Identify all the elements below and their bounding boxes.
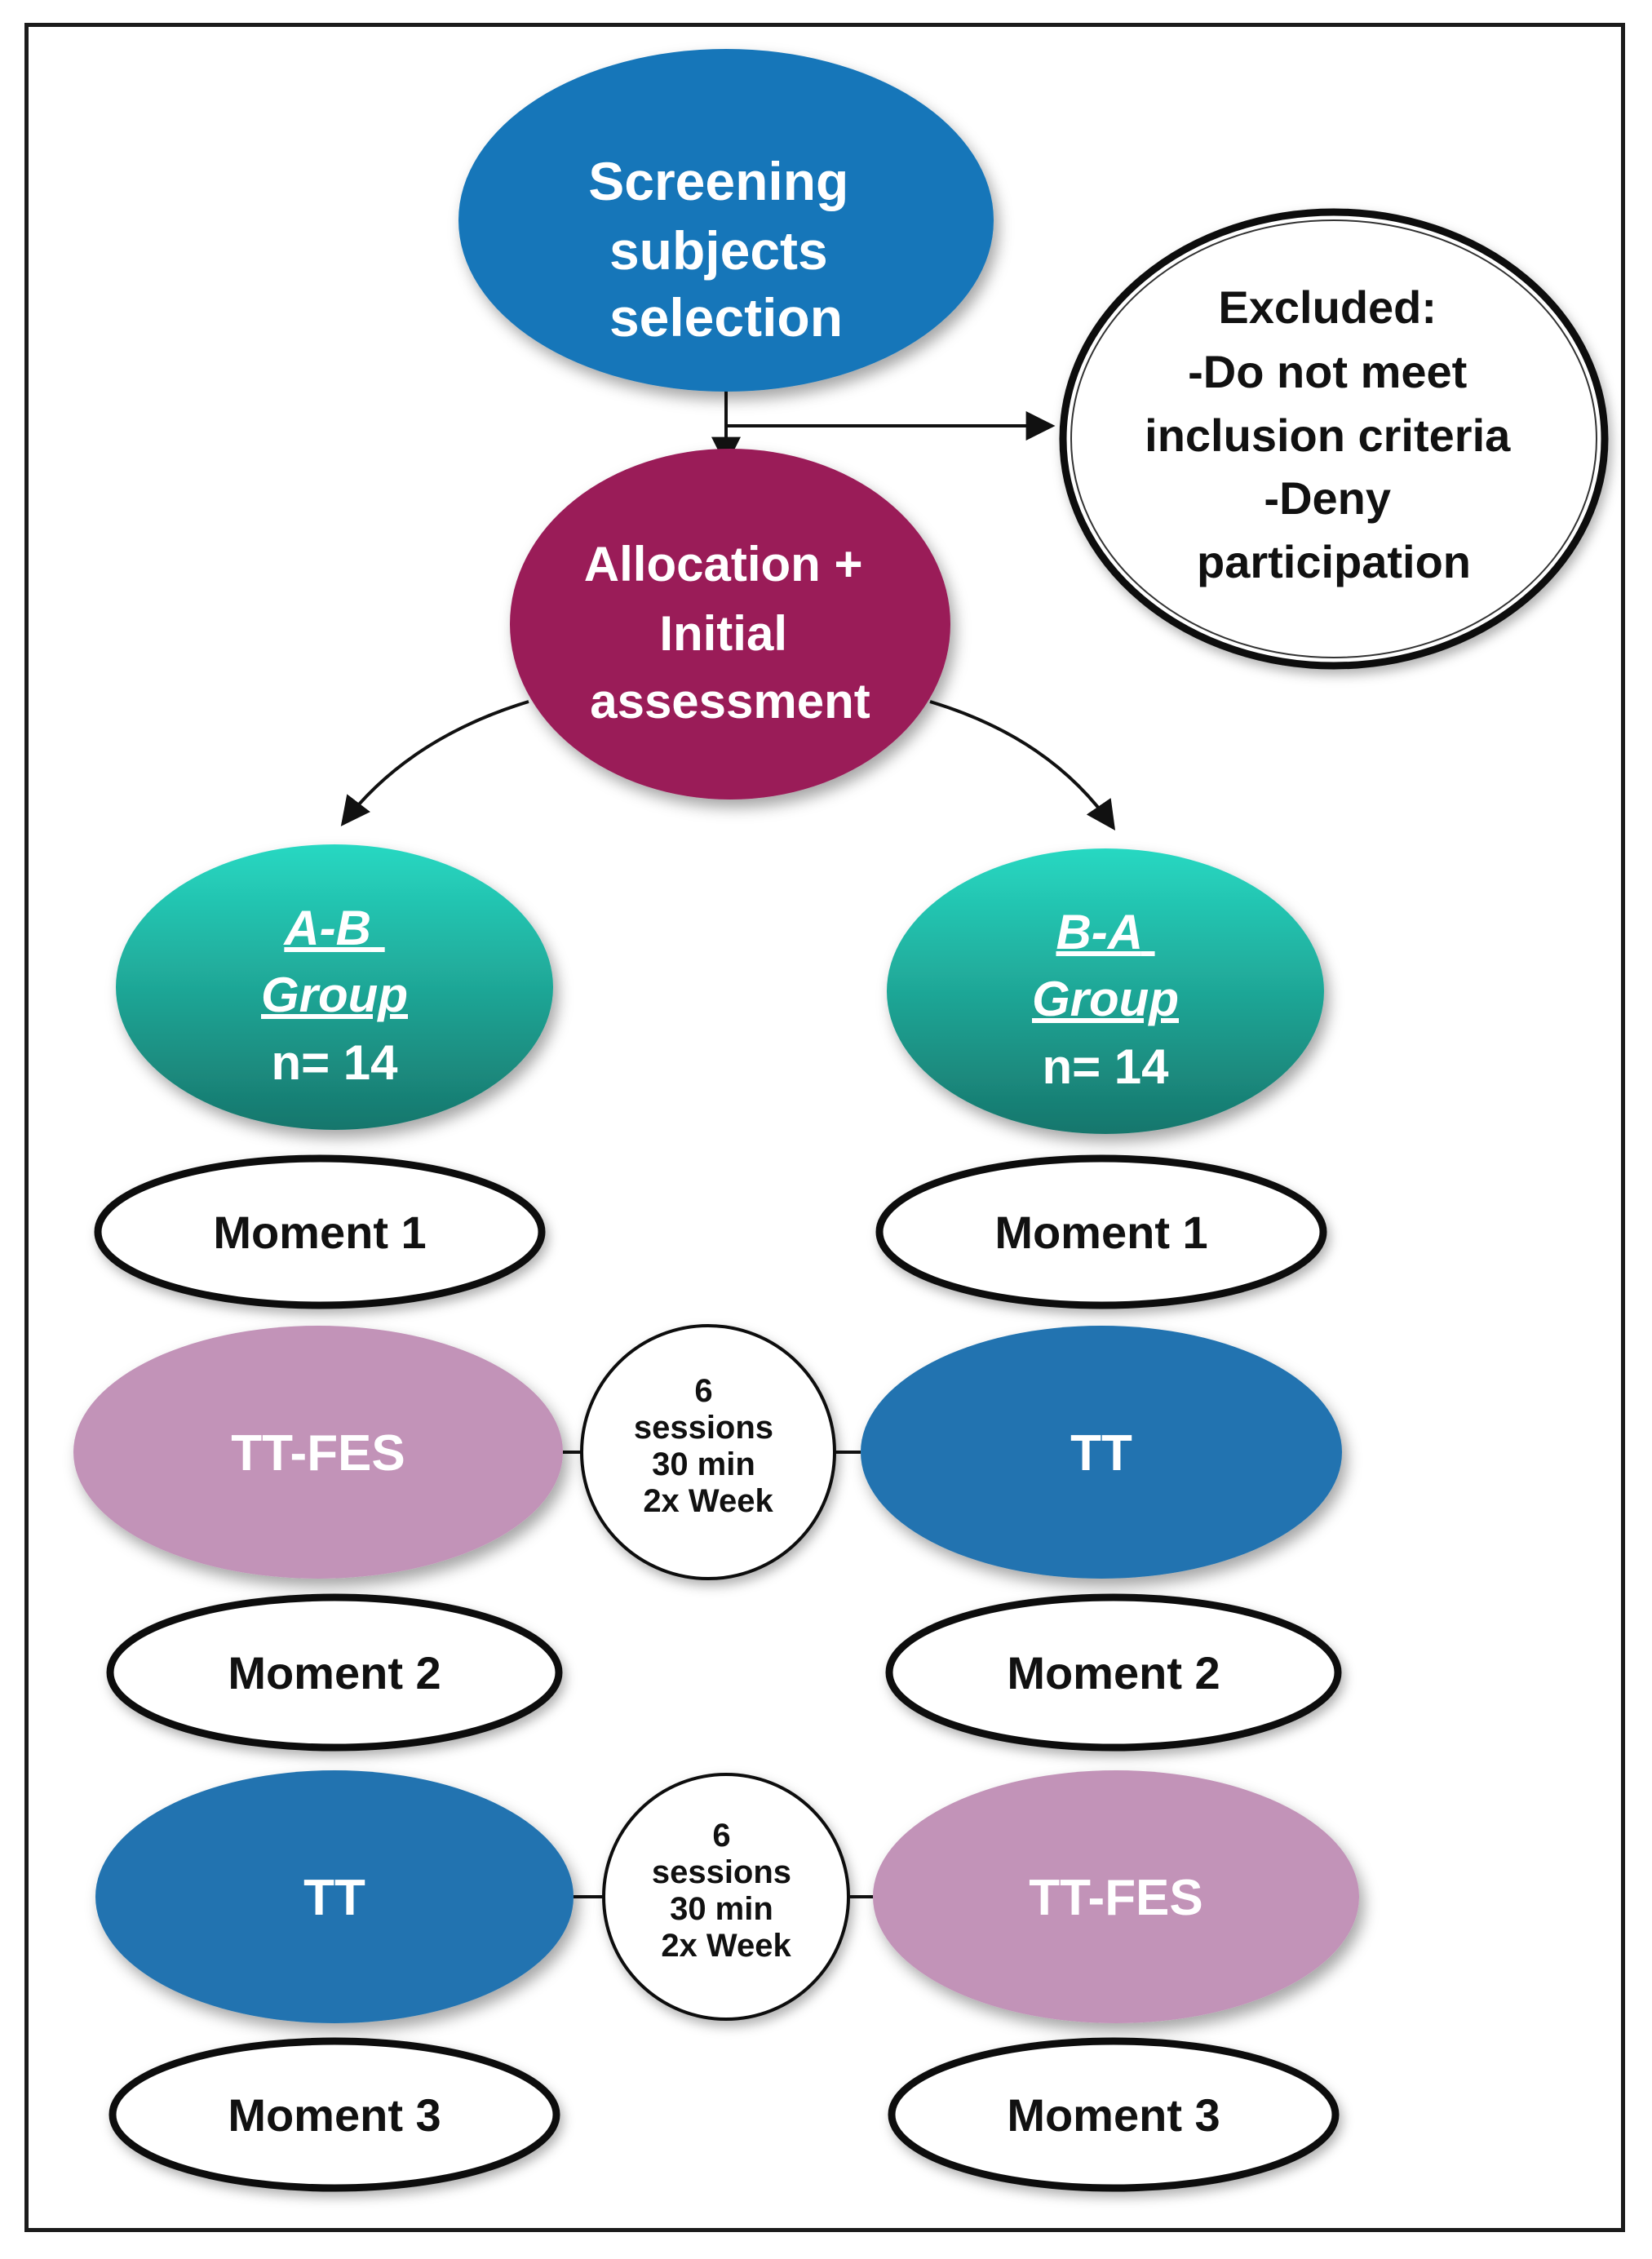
ab-moment-1-label: Moment 1	[213, 1207, 426, 1258]
phase2-sessions-line-2: sessions	[652, 1854, 791, 1890]
ba-moment-2-label: Moment 2	[1007, 1647, 1220, 1699]
excluded-line-3: inclusion criteria	[1145, 410, 1511, 461]
ba-phase1-label: TT	[1070, 1425, 1132, 1482]
excluded-line-2: -Do not meet	[1188, 346, 1467, 397]
ba-moment-3: Moment 3	[888, 2037, 1340, 2192]
allocation-line-3: assessment	[590, 674, 870, 729]
allocation-to-ba-group-arrow	[929, 700, 1116, 831]
ba-moment-2: Moment 2	[885, 1593, 1342, 1752]
ab-moment-1: Moment 1	[94, 1154, 546, 1309]
svg-text:6 sessions 30 min: 6 sessions 30 min 2x Week	[652, 1818, 800, 1964]
svg-text:A-B Group: A-B Group	[261, 901, 408, 1022]
ab-phase1-label: TT-FES	[231, 1425, 405, 1482]
svg-text:n= 14: n= 14	[271, 1035, 398, 1090]
phase1-sessions-line-4: 2x Week	[643, 1483, 773, 1519]
ba-group-count: n= 14	[1042, 1039, 1169, 1094]
ab-phase2-tt: TT	[95, 1770, 574, 2023]
screening-line-1: Screening	[588, 151, 848, 211]
screening-node: Screening subjects selection	[458, 49, 994, 392]
ab-group-count: n= 14	[271, 1035, 398, 1090]
svg-text:6 sessions 30 min: 6 sessions 30 min 2x Week	[634, 1373, 782, 1519]
svg-text:n= 14: n= 14	[1042, 1039, 1169, 1094]
excluded-line-4: -Deny	[1264, 472, 1391, 524]
ab-phase2-label: TT	[303, 1870, 365, 1926]
excluded-line-1: Excluded:	[1218, 281, 1437, 333]
ba-moment-1: Moment 1	[875, 1154, 1327, 1309]
phase2-sessions-line-4: 2x Week	[661, 1928, 791, 1964]
phase1-sessions-line-3: 30 min	[652, 1446, 755, 1482]
allocation-to-ab-group-arrow	[340, 700, 529, 826]
ba-group-name-1: B-A	[1056, 905, 1140, 959]
ab-group-name-1: A-B	[282, 901, 371, 955]
excluded-node: Excluded: -Do not meet inclusion criteri…	[1059, 208, 1609, 670]
svg-text:Excluded: -Do not meet: Excluded: -Do not meet inclusion criteri…	[1145, 281, 1523, 587]
ba-phase2-tt-fes: TT-FES	[873, 1770, 1359, 2023]
screening-line-2: subjects	[609, 220, 828, 281]
ab-moment-3: Moment 3	[109, 2037, 560, 2192]
ba-phase1-tt: TT	[861, 1326, 1342, 1579]
ba-group-name-2: Group	[1032, 972, 1179, 1026]
svg-text:Allocation + Initial: Allocation + Initial assessment	[584, 537, 876, 729]
phase2-sessions-line-3: 30 min	[670, 1891, 773, 1927]
phase1-sessions: 6 sessions 30 min 2x Week	[580, 1324, 836, 1580]
svg-text:B-A Group: B-A Group	[1032, 905, 1179, 1026]
ab-moment-2-label: Moment 2	[228, 1647, 441, 1699]
ab-group-node: A-B Group n= 14	[116, 844, 553, 1130]
ba-moment-3-label: Moment 3	[1007, 2089, 1220, 2141]
ab-moment-2: Moment 2	[106, 1593, 563, 1752]
ba-moment-1-label: Moment 1	[994, 1207, 1207, 1258]
ba-group-node: B-A Group n= 14	[887, 848, 1324, 1134]
phase2-sessions: 6 sessions 30 min 2x Week	[602, 1773, 850, 2021]
ba-phase2-label: TT-FES	[1029, 1870, 1203, 1926]
phase1-sessions-line-1: 6	[694, 1373, 712, 1409]
allocation-line-1: Allocation +	[584, 537, 863, 591]
excluded-line-5: participation	[1197, 536, 1471, 587]
allocation-line-2: Initial	[659, 606, 787, 661]
allocation-node: Allocation + Initial assessment	[510, 449, 950, 800]
phase1-sessions-line-2: sessions	[634, 1410, 773, 1446]
svg-text:Screening subjects: Screening subjects selection	[588, 151, 863, 348]
ab-phase1-tt-fes: TT-FES	[73, 1326, 563, 1579]
screening-line-3: selection	[609, 287, 843, 348]
diagram-frame	[24, 23, 1625, 2232]
ab-group-name-2: Group	[261, 968, 408, 1022]
phase2-sessions-line-1: 6	[712, 1818, 730, 1854]
ab-moment-3-label: Moment 3	[228, 2089, 441, 2141]
